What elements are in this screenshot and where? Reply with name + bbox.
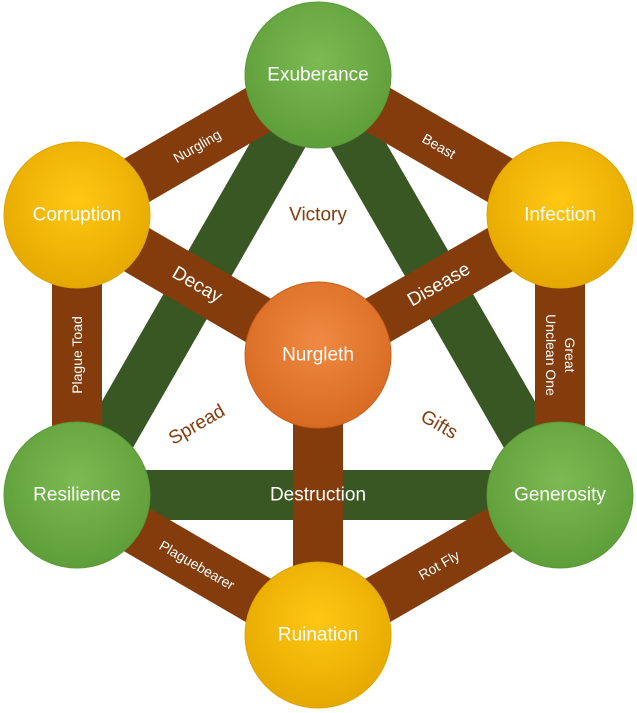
band-label-plague-toad: Plague Toad: [69, 316, 85, 394]
node-ruination: Ruination: [244, 561, 392, 709]
band-label-destruction: Destruction: [270, 485, 366, 506]
band-label-great: Great: [562, 337, 578, 372]
nodes: Exuberance Corruption Infection Nurgleth…: [3, 1, 634, 709]
node-label-corruption: Corruption: [33, 205, 122, 226]
node-label-exuberance: Exuberance: [267, 65, 368, 86]
node-infection: Infection: [486, 141, 634, 289]
node-exuberance: Exuberance: [244, 1, 392, 149]
node-label-nurgleth: Nurgleth: [282, 345, 354, 366]
node-label-resilience: Resilience: [33, 485, 121, 506]
node-label-generosity: Generosity: [514, 485, 606, 506]
node-resilience: Resilience: [3, 421, 151, 569]
band-label-unclean-one: Unclean One: [543, 314, 559, 396]
region-label-spread: Spread: [165, 401, 229, 450]
region-label-gifts: Gifts: [417, 406, 461, 444]
node-nurgleth: Nurgleth: [244, 281, 392, 429]
region-label-victory: Victory: [289, 205, 347, 226]
node-generosity: Generosity: [486, 421, 634, 569]
node-label-ruination: Ruination: [278, 625, 358, 646]
node-corruption: Corruption: [3, 141, 151, 289]
node-label-infection: Infection: [524, 205, 596, 226]
